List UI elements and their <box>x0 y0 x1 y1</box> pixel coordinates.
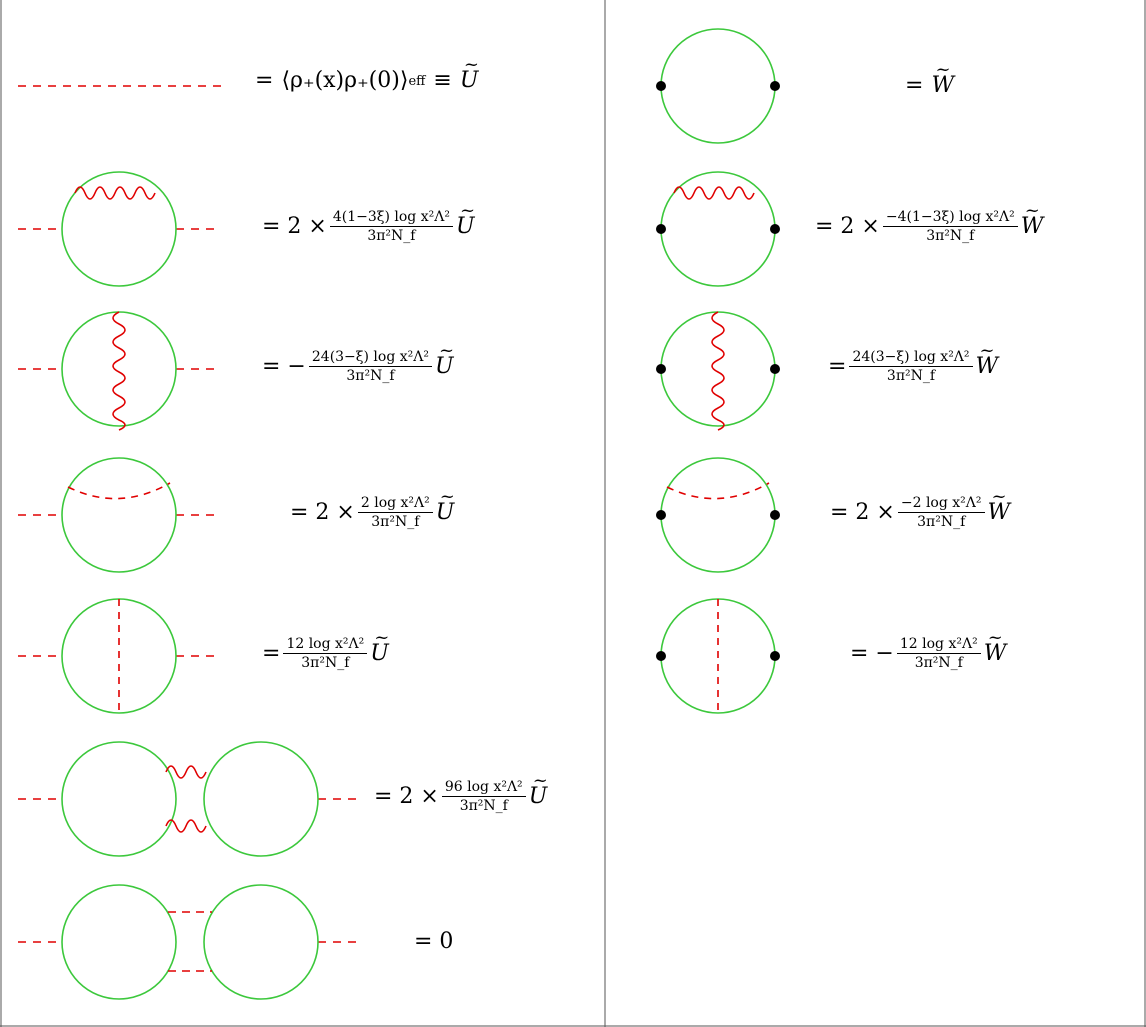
right-eq-self-energy: = 2 × −4(1−3ξ) log x²Λ² 3π²N_f W <box>815 202 1044 244</box>
eq-fraction: 2 log x²Λ² 3π²N_f <box>357 496 433 530</box>
eq-lhs: = 2 × <box>830 499 895 525</box>
eq-denominator: 3π²N_f <box>886 368 936 384</box>
eq-fraction: 96 log x²Λ² 3π²N_f <box>441 780 526 814</box>
eq-lhs: = 2 × <box>815 213 880 239</box>
left-eq-propagator: = ⟨ρ₊(x)ρ₊(0)⟩ eff ≡ U <box>255 56 479 93</box>
left-self-energy-diagram <box>18 171 220 287</box>
eq-fraction: 12 log x²Λ² 3π²N_f <box>896 637 981 671</box>
eq-numerator: 2 log x²Λ² <box>357 496 433 513</box>
right-eq-bubble: = W <box>905 61 954 98</box>
eq-fraction: 4(1−3ξ) log x²Λ² 3π²N_f <box>329 210 453 244</box>
eq-symbol: U <box>370 629 389 665</box>
eq-numerator: 12 log x²Λ² <box>283 637 368 654</box>
eq-lhs: = 2 × <box>374 783 439 809</box>
eq-symbol: W <box>931 61 954 97</box>
eq-subscript: eff <box>408 73 426 89</box>
eq-fraction: 12 log x²Λ² 3π²N_f <box>283 637 368 671</box>
left-eq-aslamazov-dashed: = 0 <box>414 931 453 953</box>
left-eq-self-energy: = 2 × 4(1−3ξ) log x²Λ² 3π²N_f U <box>262 202 475 244</box>
eq-symbol: W <box>988 488 1011 524</box>
eq-numerator: 12 log x²Λ² <box>896 637 981 654</box>
left-aslamazov-dashed-diagram <box>18 884 362 1000</box>
eq-fraction: 24(3−ξ) log x²Λ² 3π²N_f <box>308 350 432 384</box>
eq-numerator: 4(1−3ξ) log x²Λ² <box>329 210 453 227</box>
left-eq-self-energy-dashed: = 2 × 2 log x²Λ² 3π²N_f U <box>290 488 455 530</box>
eq-numerator: −2 log x²Λ² <box>897 496 985 513</box>
right-vertex-dashed-diagram <box>656 598 780 714</box>
eq-lhs: = <box>255 68 274 93</box>
left-eq-vertex-dashed: = 12 log x²Λ² 3π²N_f U <box>262 629 389 671</box>
left-vertex-photon-diagram <box>18 311 220 431</box>
eq-fraction: 24(3−ξ) log x²Λ² 3π²N_f <box>849 350 973 384</box>
left-aslamazov-photon-diagram <box>18 741 362 857</box>
eq-denominator: 3π²N_f <box>371 514 420 530</box>
eq-text: ⟨ρ₊(x)ρ₊(0)⟩ <box>281 68 409 93</box>
eq-numerator: 24(3−ξ) log x²Λ² <box>849 350 973 367</box>
eq-symbol: U <box>460 56 479 92</box>
right-eq-vertex-photon: = 24(3−ξ) log x²Λ² 3π²N_f W <box>828 342 999 384</box>
eq-denominator: 3π²N_f <box>917 514 966 530</box>
eq-denominator: 3π²N_f <box>926 228 975 244</box>
eq-fraction: −4(1−3ξ) log x²Λ² 3π²N_f <box>882 210 1018 244</box>
eq-symbol: W <box>984 629 1007 665</box>
eq-lhs: = − <box>262 353 306 379</box>
eq-denominator: 3π²N_f <box>914 655 963 671</box>
eq-lhs: = <box>905 73 924 98</box>
eq-symbol: W <box>1021 202 1044 238</box>
right-eq-vertex-dashed: = − 12 log x²Λ² 3π²N_f W <box>850 629 1007 671</box>
eq-lhs: = 2 × <box>290 499 355 525</box>
right-self-energy-dashed-diagram <box>656 457 780 573</box>
left-self-energy-dashed-diagram <box>18 457 220 573</box>
left-eq-vertex-photon: = − 24(3−ξ) log x²Λ² 3π²N_f U <box>262 342 454 384</box>
right-vertex-photon-diagram <box>656 311 780 431</box>
left-vertex-dashed-diagram <box>18 598 220 714</box>
eq-lhs: = <box>828 353 847 379</box>
eq-fraction: −2 log x²Λ² 3π²N_f <box>897 496 985 530</box>
eq-denominator: 3π²N_f <box>367 228 416 244</box>
eq-lhs: = 0 <box>414 929 454 954</box>
eq-symbol: U <box>529 772 548 808</box>
eq-numerator: 24(3−ξ) log x²Λ² <box>308 350 432 367</box>
right-self-energy-diagram <box>656 171 780 287</box>
right-eq-self-energy-dashed: = 2 × −2 log x²Λ² 3π²N_f W <box>830 488 1011 530</box>
eq-numerator: 96 log x²Λ² <box>441 780 526 797</box>
right-bubble-diagram <box>656 28 780 144</box>
eq-equiv: ≡ <box>433 68 452 93</box>
eq-denominator: 3π²N_f <box>346 368 395 384</box>
eq-numerator: −4(1−3ξ) log x²Λ² <box>882 210 1018 227</box>
eq-lhs: = 2 × <box>262 213 327 239</box>
eq-lhs: = − <box>850 640 894 666</box>
eq-symbol: W <box>976 342 999 378</box>
eq-symbol: U <box>456 202 475 238</box>
eq-symbol: U <box>436 488 455 524</box>
eq-lhs: = <box>262 640 281 666</box>
eq-denominator: 3π²N_f <box>301 655 350 671</box>
left-eq-aslamazov-photon: = 2 × 96 log x²Λ² 3π²N_f U <box>374 772 548 814</box>
eq-denominator: 3π²N_f <box>459 798 508 814</box>
eq-symbol: U <box>435 342 454 378</box>
